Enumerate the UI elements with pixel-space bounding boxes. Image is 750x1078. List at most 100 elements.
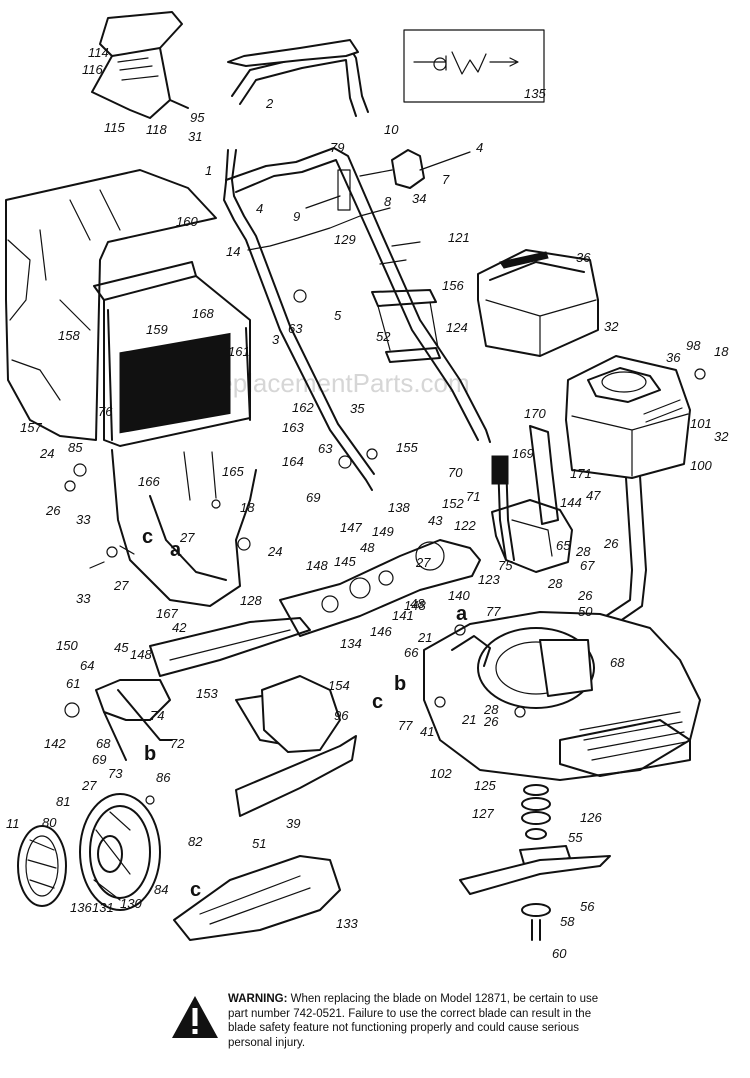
callout-160: 160 (176, 214, 198, 229)
callout-129: 129 (334, 232, 356, 247)
callout-140: 140 (448, 588, 470, 603)
callout-32: 32 (714, 429, 729, 444)
wheel-assembly (17, 793, 161, 911)
deck-baffles (173, 675, 357, 941)
callout-150: 150 (56, 638, 78, 653)
warning-notice: WARNING: When replacing the blade on Mod… (170, 990, 610, 1066)
callout-28: 28 (483, 702, 499, 717)
callout-131: 131 (92, 900, 114, 915)
callout-2: 2 (265, 96, 274, 111)
connection-letter-b: b (394, 673, 406, 695)
callout-28: 28 (575, 544, 591, 559)
callout-147: 147 (340, 520, 362, 535)
callout-77: 77 (398, 718, 413, 733)
callout-75: 75 (498, 558, 513, 573)
callout-64: 64 (80, 658, 94, 673)
mower-deck (423, 611, 701, 781)
callout-166: 166 (138, 474, 160, 489)
callout-42: 42 (172, 620, 187, 635)
callout-124: 124 (446, 320, 468, 335)
connection-letters: a c a b c b c (142, 526, 468, 901)
upper-handle (223, 39, 491, 491)
connection-letter-a: a (456, 603, 468, 625)
callout-43: 43 (428, 513, 443, 528)
callout-27: 27 (415, 555, 431, 570)
callout-171: 171 (570, 466, 592, 481)
callout-65: 65 (556, 538, 571, 553)
callout-163: 163 (282, 420, 304, 435)
callout-136: 136 (70, 900, 92, 915)
callout-34: 34 (412, 191, 426, 206)
callout-36: 36 (576, 250, 591, 265)
callout-126: 126 (580, 810, 602, 825)
callout-26: 26 (603, 536, 619, 551)
height-adjust-lever (491, 425, 559, 561)
rear-chute (111, 449, 257, 607)
callout-28: 28 (547, 576, 563, 591)
callout-55: 55 (568, 830, 583, 845)
callout-100: 100 (690, 458, 712, 473)
warning-triangle-icon (172, 996, 218, 1038)
callout-157: 157 (20, 420, 42, 435)
callout-9: 9 (293, 209, 300, 224)
callout-96: 96 (334, 708, 349, 723)
callout-1: 1 (205, 163, 212, 178)
front-height-bracket (64, 617, 311, 761)
callout-33: 33 (76, 512, 91, 527)
callout-50: 50 (578, 604, 593, 619)
callout-48: 48 (410, 596, 425, 611)
callout-95: 95 (190, 110, 205, 125)
catcher-handle-assembly (91, 11, 189, 119)
callout-128: 128 (240, 593, 262, 608)
callout-169: 169 (512, 446, 534, 461)
callout-18: 18 (240, 500, 255, 515)
callout-45: 45 (114, 640, 129, 655)
callout-63: 63 (288, 321, 303, 336)
callout-148: 148 (130, 647, 152, 662)
callout-33: 33 (76, 591, 91, 606)
callout-26: 26 (45, 503, 61, 518)
callout-154: 154 (328, 678, 350, 693)
callout-21: 21 (461, 712, 476, 727)
callout-156: 156 (442, 278, 464, 293)
callout-68: 68 (96, 736, 111, 751)
callout-7: 7 (442, 172, 450, 187)
callout-71: 71 (466, 489, 480, 504)
callout-152: 152 (442, 496, 464, 511)
callout-48: 48 (360, 540, 375, 555)
callout-41: 41 (420, 724, 434, 739)
connection-letter-c: c (142, 526, 153, 548)
connection-letter-a: a (170, 539, 182, 561)
callout-74: 74 (150, 708, 164, 723)
callout-118: 118 (146, 122, 167, 137)
handle-controls (305, 149, 471, 211)
callout-135: 135 (524, 86, 546, 101)
callout-27: 27 (81, 778, 97, 793)
callout-51: 51 (252, 836, 266, 851)
callout-86: 86 (156, 770, 171, 785)
callout-102: 102 (430, 766, 452, 781)
callout-27: 27 (113, 578, 129, 593)
blade-assembly (459, 784, 611, 941)
callout-32: 32 (604, 319, 619, 334)
callout-69: 69 (92, 752, 106, 767)
callout-36: 36 (666, 350, 681, 365)
callout-84: 84 (154, 882, 168, 897)
callout-142: 142 (44, 736, 66, 751)
connection-letter-b: b (144, 743, 156, 765)
catcher-frame (93, 261, 251, 447)
warning-text: WARNING: When replacing the blade on Mod… (228, 992, 600, 1050)
grass-bag (5, 169, 217, 441)
callout-115: 115 (104, 120, 125, 135)
callout-21: 21 (417, 630, 432, 645)
callout-8: 8 (384, 194, 392, 209)
connection-letter-c: c (190, 879, 201, 901)
callout-130: 130 (120, 896, 142, 911)
callout-3: 3 (272, 332, 280, 347)
callout-4: 4 (476, 140, 483, 155)
callout-164: 164 (282, 454, 304, 469)
callout-4: 4 (256, 201, 263, 216)
callout-14: 14 (226, 244, 240, 259)
callout-155: 155 (396, 440, 418, 455)
warning-heading: WARNING: (228, 993, 291, 1005)
